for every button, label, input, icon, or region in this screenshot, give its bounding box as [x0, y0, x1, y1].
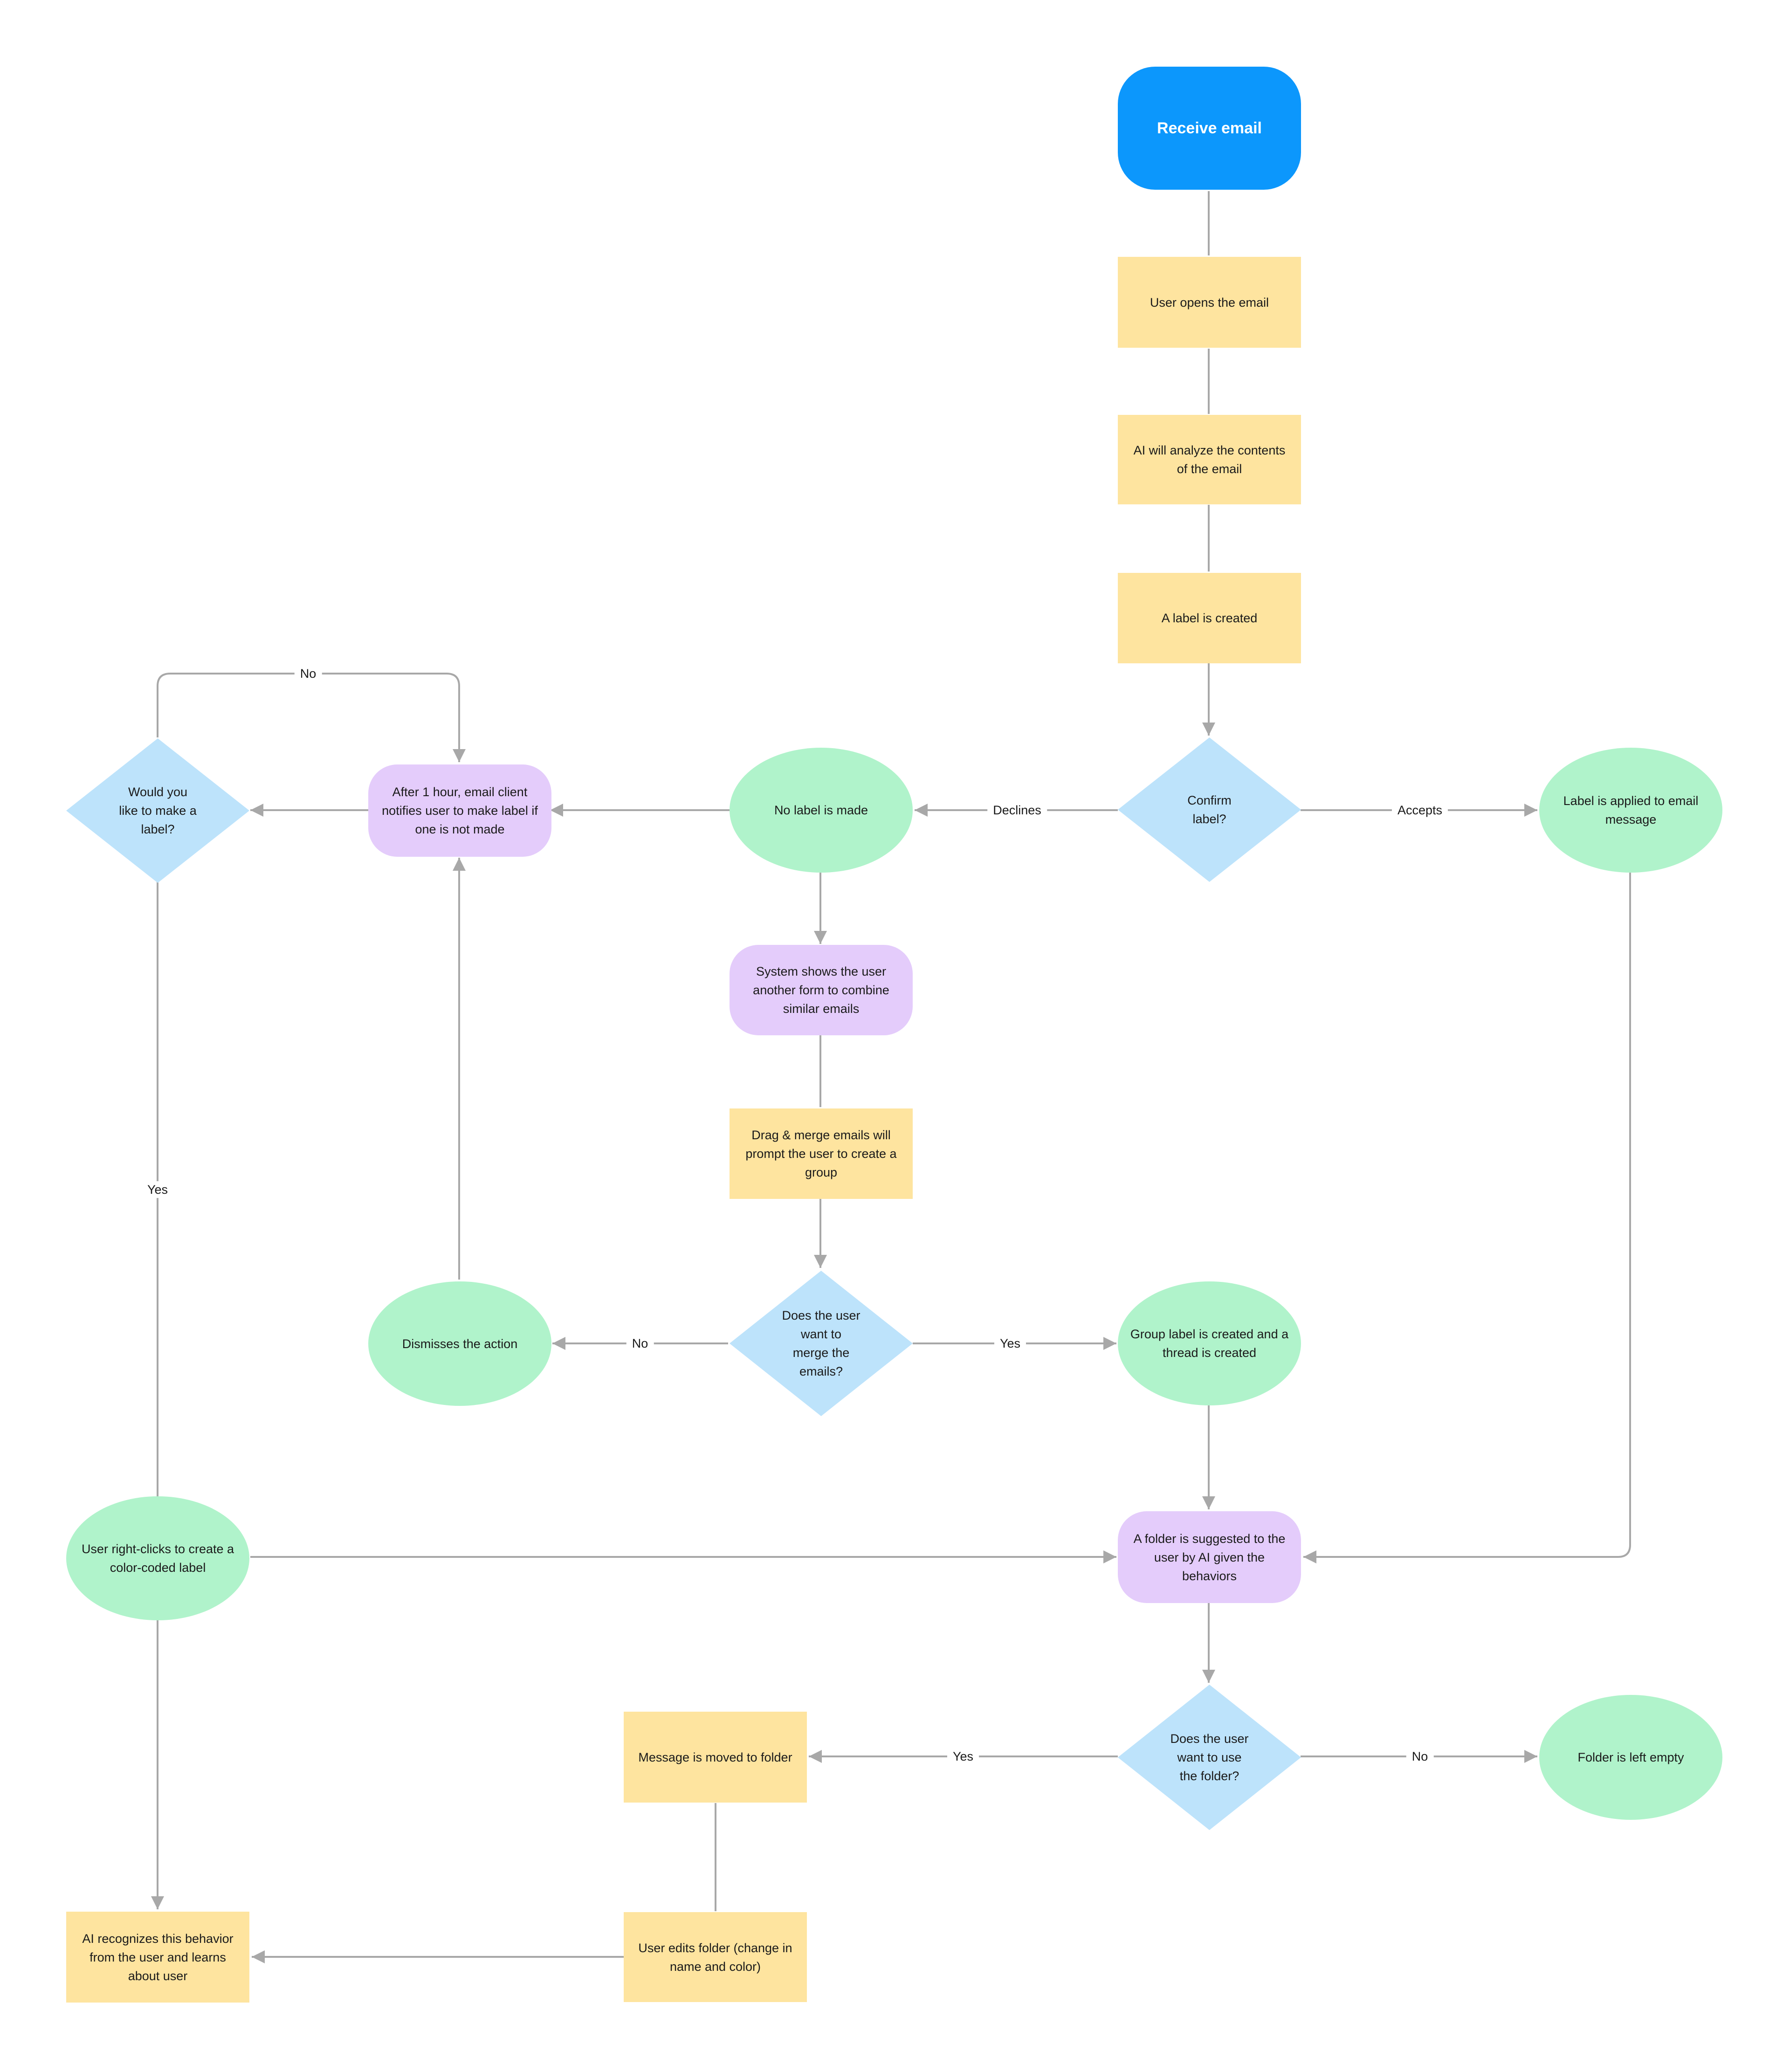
- node-folder-left-empty-text: Folder is left empty: [1577, 1750, 1684, 1764]
- decision-diamond-shape: [66, 738, 249, 883]
- node-ai-recognizes-text: AI recognizes this behavior from the use…: [82, 1931, 234, 1983]
- node-confirm-label: Confirm label?: [1118, 737, 1301, 882]
- node-user-edits-folder-text: User edits folder (change in name and co…: [638, 1941, 792, 1974]
- node-system-shows-form: System shows the user another form to co…: [730, 945, 913, 1035]
- node-receive-email-text: Receive email: [1157, 119, 1262, 137]
- node-group-label-created: Group label is created and a thread is c…: [1118, 1281, 1301, 1405]
- node-message-moved: Message is moved to folder: [624, 1712, 807, 1803]
- node-ai-analyze: AI will analyze the contents of the emai…: [1118, 415, 1301, 504]
- node-message-moved-text: Message is moved to folder: [638, 1750, 792, 1764]
- node-label-created-text: A label is created: [1161, 611, 1258, 625]
- node-use-folder-question: Does the user want to use the folder?: [1118, 1685, 1301, 1830]
- node-drag-merge-text: Drag & merge emails will prompt the user…: [745, 1128, 897, 1179]
- node-would-you-like-label: Would you like to make a label?: [66, 738, 249, 883]
- node-user-opens-email: User opens the email: [1118, 257, 1301, 348]
- node-user-right-clicks: User right-clicks to create a color-code…: [66, 1496, 249, 1620]
- node-user-opens-email-text: User opens the email: [1150, 295, 1269, 310]
- node-label-created: A label is created: [1118, 573, 1301, 663]
- node-ai-recognizes: AI recognizes this behavior from the use…: [66, 1912, 249, 2003]
- edge-label-no-merge: No: [626, 1335, 654, 1352]
- node-drag-merge: Drag & merge emails will prompt the user…: [730, 1108, 913, 1199]
- node-would-you-like-label-text: Would you like to make a label?: [119, 785, 197, 836]
- node-user-edits-folder: User edits folder (change in name and co…: [624, 1912, 807, 2002]
- node-after-one-hour-text: After 1 hour, email client notifies user…: [382, 785, 538, 836]
- edge-label-no-folder: No: [1406, 1748, 1434, 1765]
- node-use-folder-question-text: Does the user want to use the folder?: [1170, 1732, 1249, 1783]
- edge-applied-to-folder: [1303, 873, 1631, 1563]
- node-no-label-made: No label is made: [730, 748, 913, 873]
- node-system-shows-form-text: System shows the user another form to co…: [753, 964, 889, 1016]
- node-folder-suggested-text: A folder is suggested to the user by AI …: [1133, 1531, 1286, 1583]
- node-ai-analyze-text: AI will analyze the contents of the emai…: [1133, 443, 1286, 476]
- decision-diamond-shape: [1118, 737, 1301, 882]
- node-label-applied-text: Label is applied to email message: [1563, 794, 1699, 826]
- edge-label-yes-left: Yes: [141, 1181, 174, 1198]
- edge-label-no-top: No: [294, 665, 322, 682]
- node-receive-email: Receive email: [1118, 67, 1301, 190]
- node-no-label-made-text: No label is made: [774, 803, 868, 817]
- node-group-label-created-text: Group label is created and a thread is c…: [1130, 1327, 1289, 1360]
- decision-diamond-shape: [730, 1271, 913, 1416]
- decision-diamond-shape: [1118, 1685, 1301, 1830]
- node-folder-left-empty: Folder is left empty: [1539, 1695, 1722, 1820]
- node-folder-suggested: A folder is suggested to the user by AI …: [1118, 1511, 1301, 1603]
- node-after-one-hour: After 1 hour, email client notifies user…: [368, 764, 551, 857]
- node-label-applied: Label is applied to email message: [1539, 748, 1722, 873]
- edge-label-accepts: Accepts: [1391, 802, 1448, 819]
- node-dismisses-action-text: Dismisses the action: [402, 1336, 518, 1351]
- node-merge-emails-question: Does the user want to merge the emails?: [730, 1271, 913, 1416]
- edge-label-yes-folder: Yes: [947, 1748, 979, 1765]
- edge-label-yes-merge: Yes: [994, 1335, 1026, 1352]
- node-merge-emails-question-text: Does the user want to merge the emails?: [782, 1308, 861, 1378]
- node-dismisses-action: Dismisses the action: [368, 1281, 551, 1406]
- node-confirm-label-text: Confirm label?: [1187, 793, 1232, 826]
- edge-label-declines: Declines: [987, 802, 1047, 819]
- node-user-right-clicks-text: User right-clicks to create a color-code…: [81, 1542, 234, 1575]
